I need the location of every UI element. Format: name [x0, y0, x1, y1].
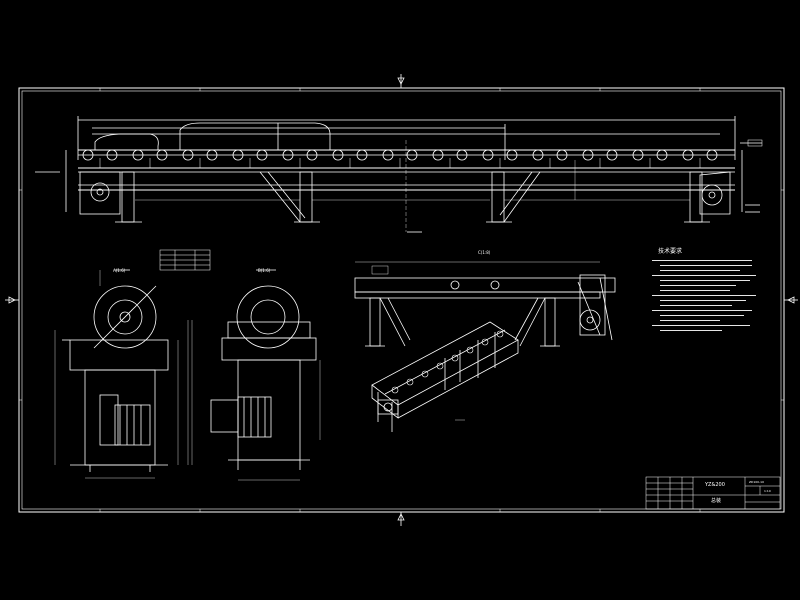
inner-frame: [21, 90, 782, 510]
notes-heading: 技术要求: [658, 248, 683, 255]
technical-notes: 技术要求: [652, 248, 762, 332]
parts-table: [159, 249, 211, 271]
frame-ticks: [19, 88, 784, 512]
title-block-part-no: ZD100-10: [749, 480, 764, 484]
section-view-a: [54, 269, 193, 479]
isometric-view: [371, 321, 519, 432]
section-view-b: [210, 269, 321, 481]
side-view-c: [354, 261, 616, 347]
view-label-a: A(1:6): [113, 268, 126, 273]
front-elevation: [35, 116, 763, 233]
view-label-c: C(1:8): [478, 250, 491, 255]
title-block-name: 总装: [711, 498, 722, 504]
centering-marks: [5, 74, 798, 526]
view-label-b: B(1:6): [258, 268, 271, 273]
title-block-code: YZ&200: [705, 482, 725, 488]
title-block-scale: 1:10: [764, 489, 771, 493]
title-block: [645, 476, 781, 510]
